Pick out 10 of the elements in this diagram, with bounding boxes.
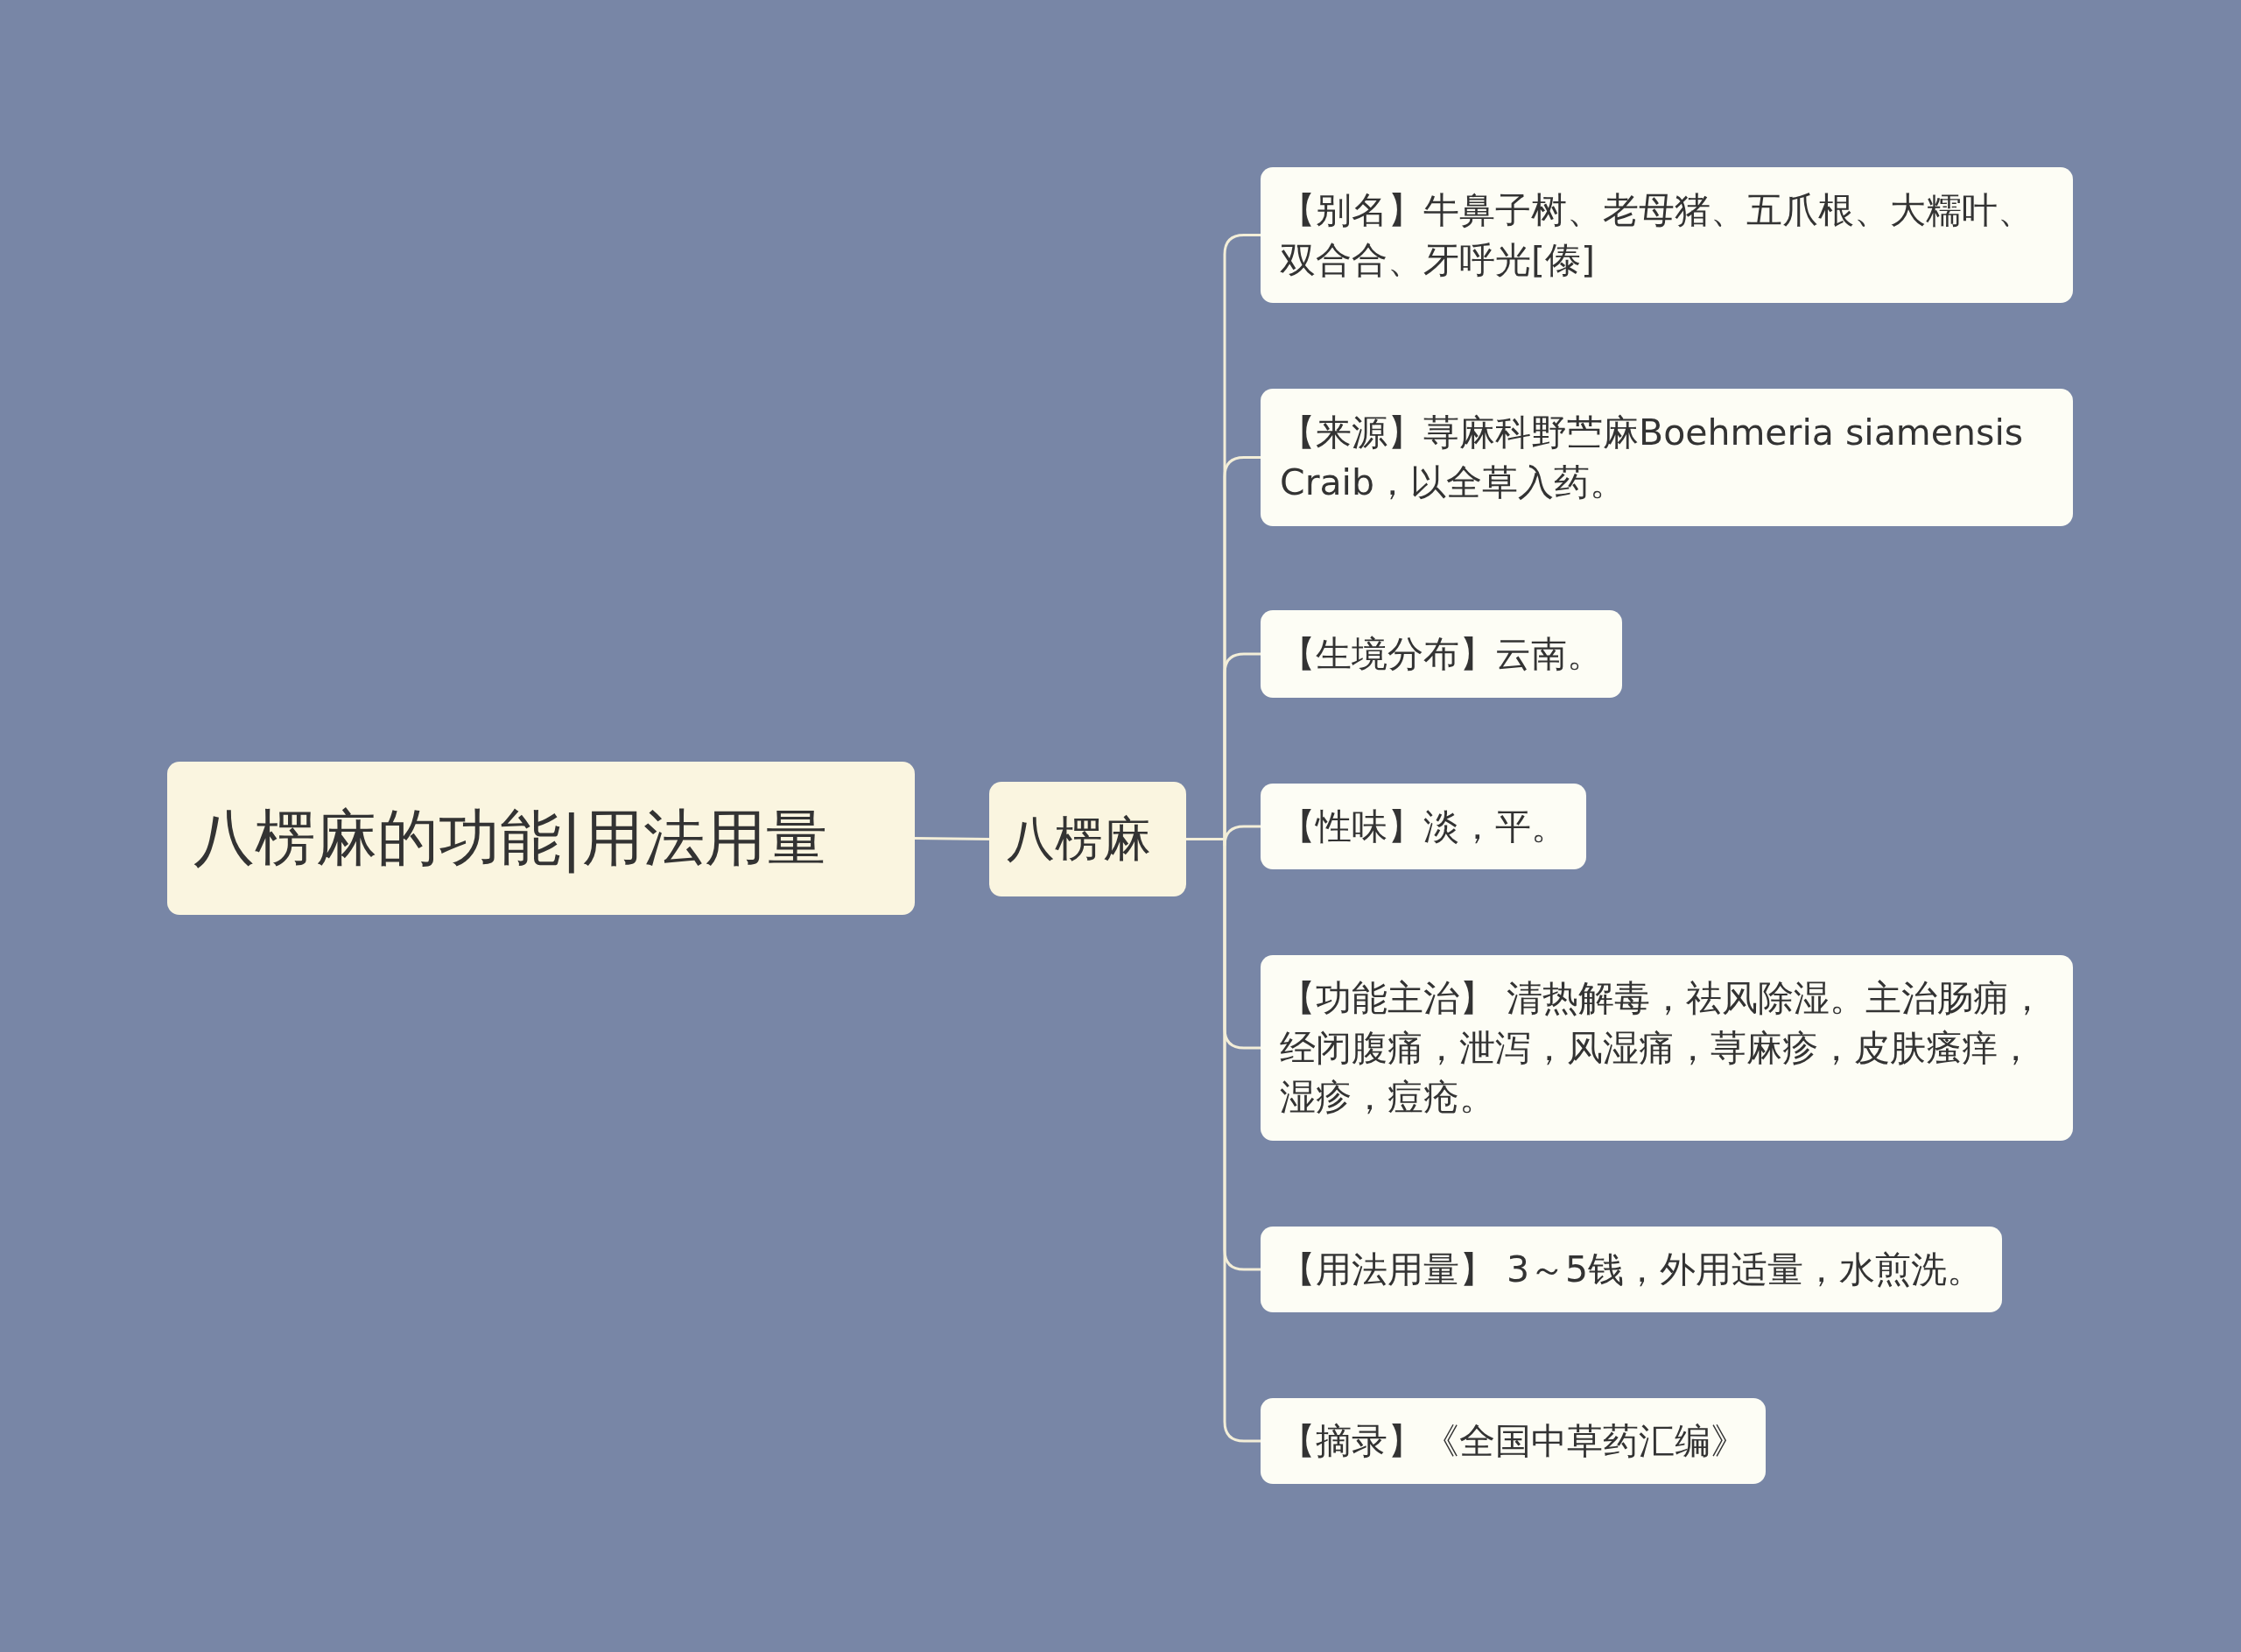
topic-box: 八楞麻的功能|用法用量 xyxy=(167,762,915,915)
leaf-box: 【别名】牛鼻子树、老母猪、五爪根、大糯叶、双合合、牙呼光[傣] xyxy=(1261,167,2073,303)
leaf-box: 【来源】荨麻科野苎麻Boehmeria siamensis Craib，以全草入药。 xyxy=(1261,389,2073,526)
leaf-box: 【用法用量】 3～5钱，外用适量，水煎洗。 xyxy=(1261,1227,2003,1312)
leaf-box: 【生境分布】云南。 xyxy=(1261,610,1622,698)
subtopic-box: 八楞麻 xyxy=(989,782,1186,896)
leaf-box: 【功能主治】 清热解毒，祛风除湿。主治肠痈，经闭腹痛，泄泻，风湿痛，荨麻疹，皮肤瘙痒，湿疹，痘疮。 xyxy=(1261,955,2073,1141)
connector-line xyxy=(915,837,989,840)
leaf-box: 【性味】淡，平。 xyxy=(1261,784,1586,869)
leaf-box: 【摘录】《全国中草药汇编》 xyxy=(1261,1398,1766,1484)
